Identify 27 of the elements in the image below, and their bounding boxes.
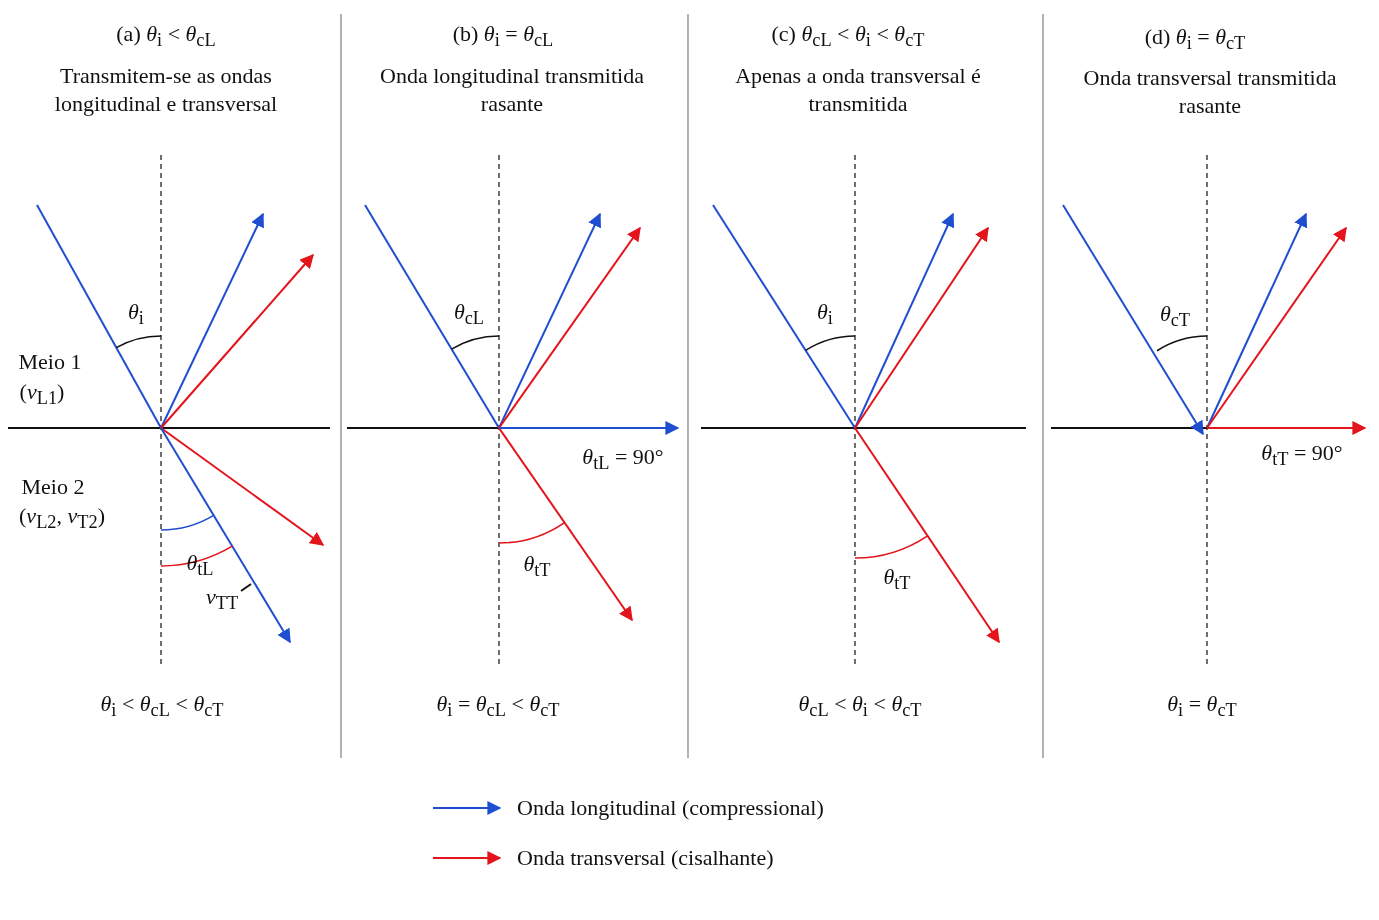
medium-label: Meio 2: [21, 473, 85, 501]
panel-heading: (a) θ$_{i}$ < θ$_{cL}$: [116, 19, 216, 53]
panel-caption: Transmitem-se as ondas longitudinal e transversal: [53, 62, 279, 118]
condition-label: θ$_{i}$ < θ$_{cL}$ < θ$_{cT}$: [100, 689, 224, 723]
angle-label: θ$_{tL}$ = 90°: [582, 442, 664, 476]
panel-heading: (d) θ$_{i}$ = θ$_{cT}$: [1144, 22, 1246, 56]
medium-label: Meio 1: [18, 348, 82, 376]
panel-caption: Onda longitudinal transmitida rasante: [379, 62, 645, 118]
velocity-label: v$_{TT}$: [205, 582, 239, 616]
condition-label: θ$_{i}$ = θ$_{cL}$ < θ$_{cT}$: [436, 689, 560, 723]
angle-label: θ$_{cL}$: [453, 297, 485, 331]
angle-label: θ$_{i}$: [128, 297, 144, 331]
angle-label: θ$_{tT}$: [523, 549, 551, 583]
velocity-label: (v$_{L1}$): [19, 377, 65, 411]
velocity-label: (v$_{L2}$, v$_{T2}$): [19, 501, 105, 535]
panel-caption: Apenas a onda transversal é transmitida: [734, 62, 982, 118]
angle-label: θ$_{cT}$: [1159, 299, 1191, 333]
condition-label: θ$_{cL}$ < θ$_{i}$ < θ$_{cT}$: [798, 689, 922, 723]
angle-label: θ$_{tT}$ = 90°: [1261, 438, 1343, 472]
angle-label: θ$_{tT}$: [883, 562, 911, 596]
condition-label: θ$_{i}$ = θ$_{cT}$: [1167, 689, 1237, 723]
legend-text: Onda longitudinal (compressional): [517, 794, 824, 822]
angle-label: θ$_{i}$: [817, 297, 833, 331]
legend-text: Onda transversal (cisalhante): [517, 844, 774, 872]
panel-heading: (c) θ$_{cL}$ < θ$_{i}$ < θ$_{cT}$: [771, 19, 925, 53]
panel-heading: (b) θ$_{i}$ = θ$_{cL}$: [452, 19, 554, 53]
panel-caption: Onda transversal transmitida rasante: [1082, 64, 1338, 120]
